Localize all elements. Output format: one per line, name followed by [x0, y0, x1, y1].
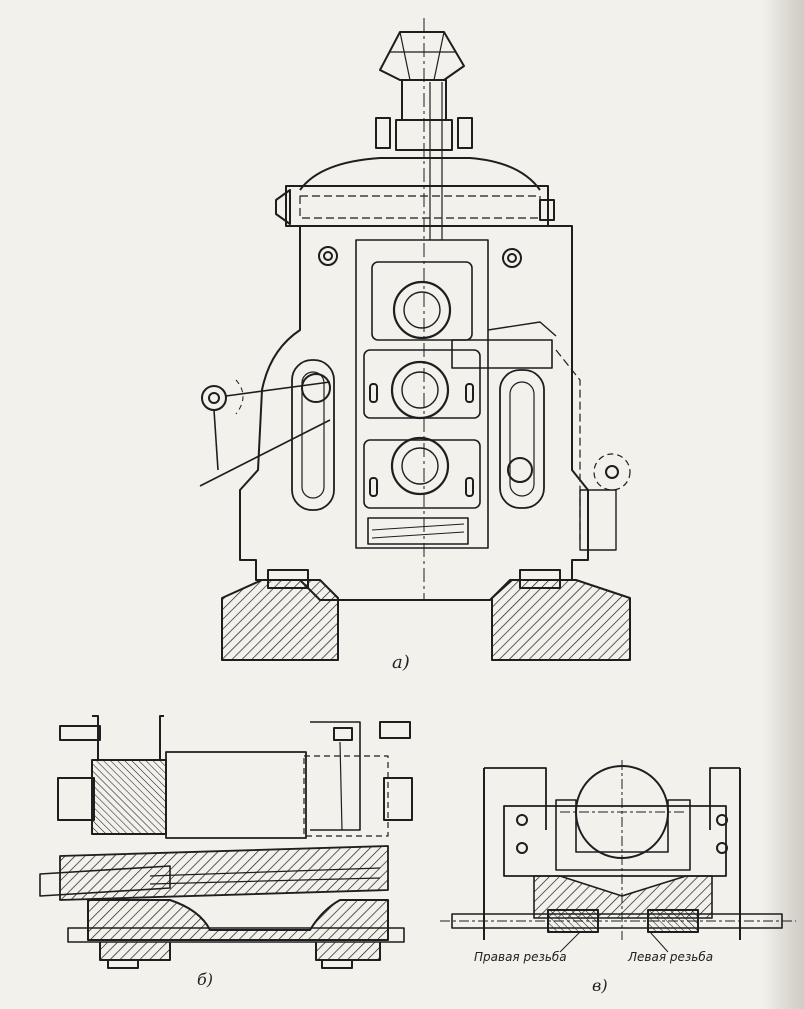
label-right-thread: Правая резьба [474, 950, 567, 964]
caption-view-a: а) [392, 652, 410, 673]
caption-view-b: б) [197, 970, 214, 989]
view-v-wedge-section [440, 760, 796, 953]
view-b-side-view [39, 715, 413, 969]
caption-view-v: в) [592, 976, 608, 995]
label-left-thread: Левая резьба [628, 950, 714, 964]
page-edge-shadow [762, 0, 804, 1009]
view-a-roll-stand [199, 18, 631, 661]
